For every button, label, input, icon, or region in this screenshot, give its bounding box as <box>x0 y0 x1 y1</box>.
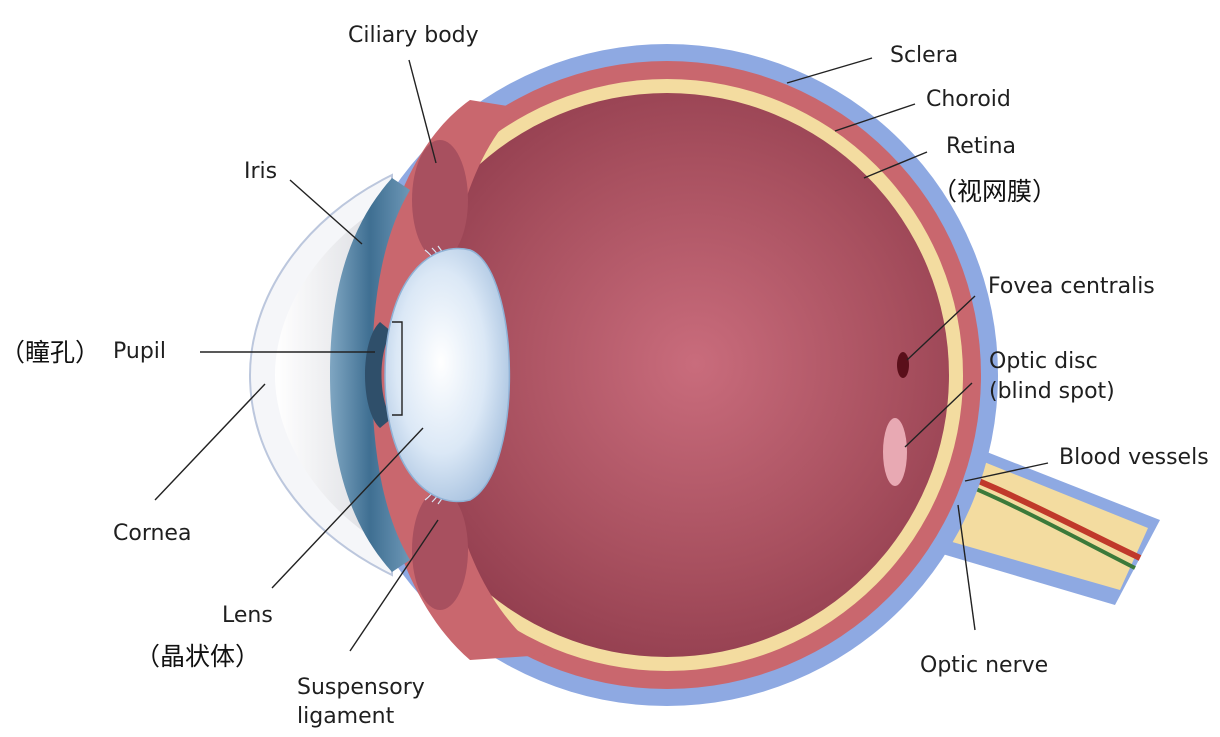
label-retina: Retina <box>946 134 1016 159</box>
vitreous-body <box>385 93 949 657</box>
lens-shape <box>384 247 511 503</box>
optic-disc-shape <box>883 418 907 486</box>
label-cornea: Cornea <box>113 521 191 546</box>
label-ciliary-body: Ciliary body <box>348 23 479 48</box>
label-suspensory-2: ligament <box>297 704 395 729</box>
label-retina-cn: （视网膜） <box>932 177 1057 206</box>
label-lens-cn: （晶状体） <box>135 642 260 671</box>
label-sclera: Sclera <box>890 43 958 68</box>
label-pupil: Pupil <box>113 339 166 364</box>
label-pupil-cn: （瞳孔） <box>0 338 100 367</box>
label-choroid: Choroid <box>926 87 1011 112</box>
label-lens: Lens <box>222 603 273 628</box>
label-fovea: Fovea centralis <box>988 274 1155 299</box>
fovea-shape <box>897 352 909 378</box>
leader-lines <box>154 57 1049 652</box>
label-blood-vessels: Blood vessels <box>1059 445 1209 470</box>
label-optic-disc-2: (blind spot) <box>989 379 1115 404</box>
label-suspensory-1: Suspensory <box>297 675 425 700</box>
label-optic-disc-1: Optic disc <box>989 349 1098 374</box>
label-optic-nerve: Optic nerve <box>920 653 1048 678</box>
label-iris: Iris <box>244 159 277 184</box>
